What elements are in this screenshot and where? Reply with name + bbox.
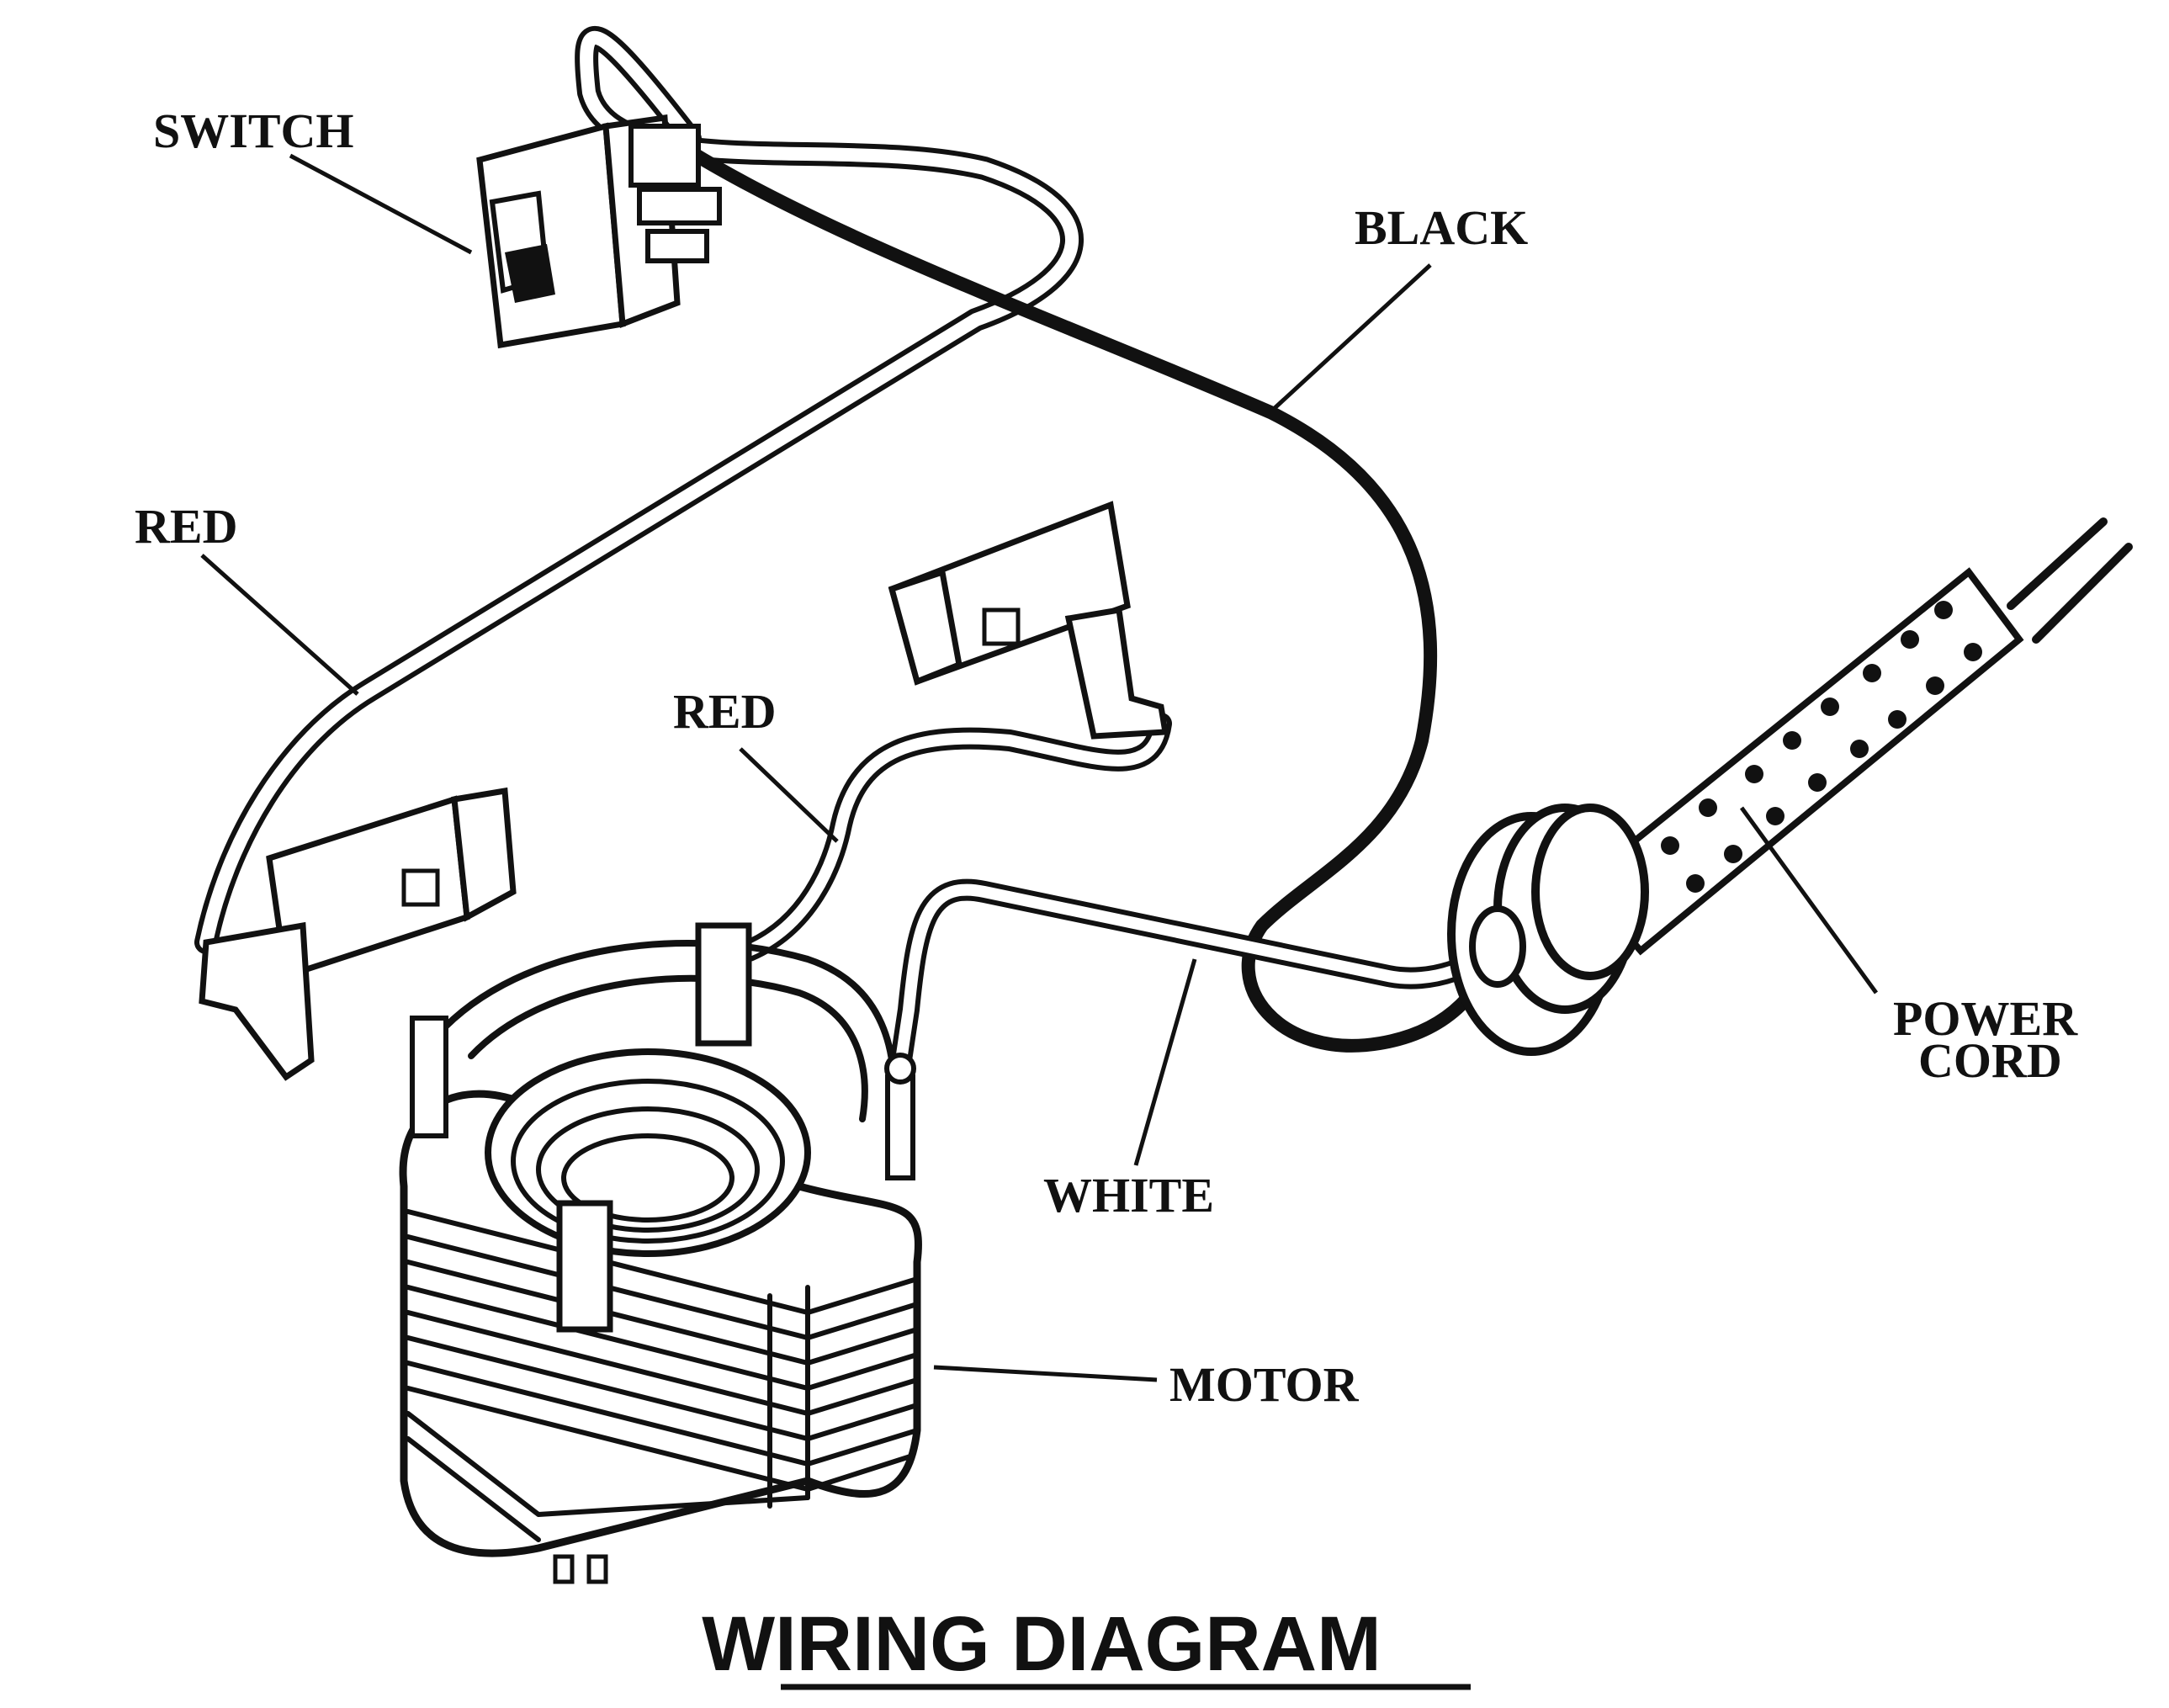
- power-cord-leader: [1739, 806, 1879, 995]
- motor-component: [399, 922, 922, 1584]
- center-brush-plug: [888, 501, 1169, 740]
- red-center-label: RED: [673, 684, 776, 739]
- cord-sleeve-dots: [1661, 601, 1982, 893]
- red-left-label: RED: [135, 499, 237, 554]
- motor-label: MOTOR: [1169, 1357, 1360, 1412]
- power-cord-label-line1: POWER: [1893, 991, 2078, 1046]
- red-left-leader: [200, 554, 359, 696]
- black-leader: [1273, 263, 1432, 410]
- black-label: BLACK: [1355, 200, 1528, 255]
- power-cord: [1447, 517, 2133, 1056]
- black-wire: [683, 145, 1504, 1053]
- power-cord-label-line2: CORD: [1918, 1033, 2062, 1088]
- white-wire: [885, 878, 1509, 1105]
- switch-component: [476, 114, 722, 349]
- red-wire-center: [738, 713, 1172, 962]
- leader-lines: [200, 153, 1879, 1382]
- white-label: WHITE: [1043, 1168, 1214, 1223]
- switch-leader: [289, 153, 473, 255]
- stator-stack: [399, 1090, 922, 1557]
- red-center-leader: [739, 747, 839, 843]
- left-brush-plug: [199, 787, 517, 1081]
- switch-label: SWITCH: [153, 103, 354, 158]
- diagram-title: WIRING DIAGRAM: [702, 1601, 1381, 1687]
- motor-leader: [933, 1365, 1158, 1382]
- red-wire-left: [194, 26, 1084, 954]
- white-leader: [1133, 958, 1197, 1166]
